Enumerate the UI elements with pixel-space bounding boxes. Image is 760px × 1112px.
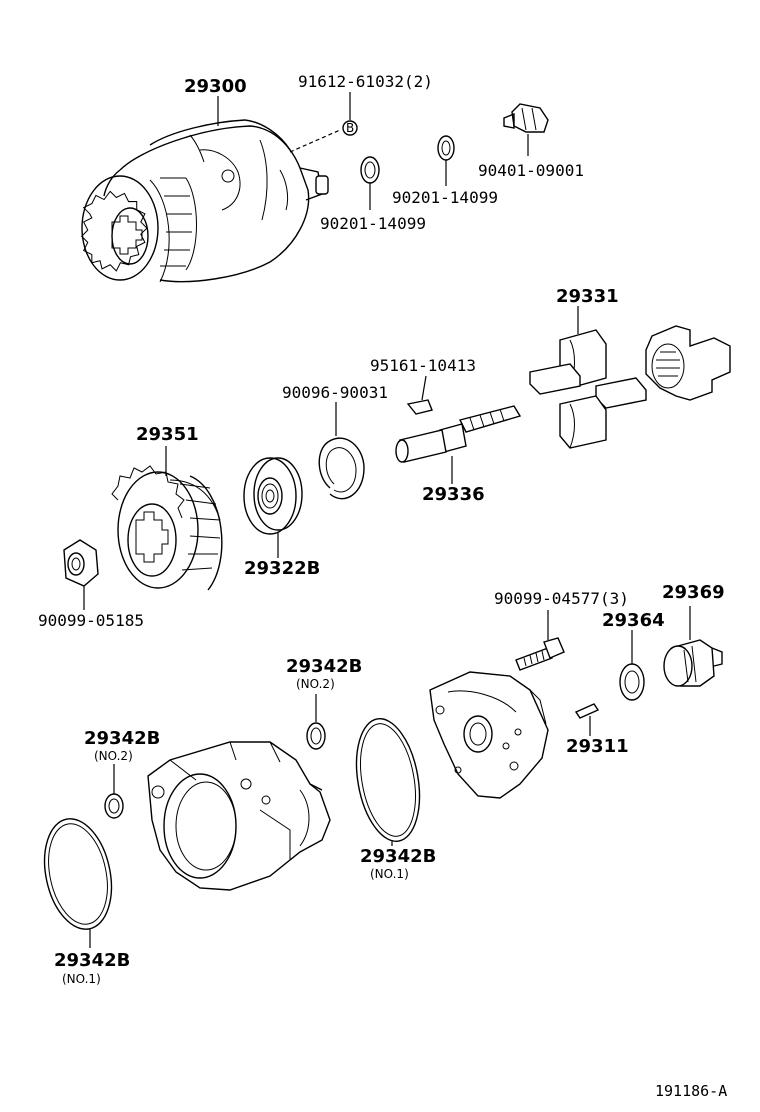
callout-29342B-no1-lower: 29342B bbox=[54, 950, 130, 971]
pin-29311 bbox=[574, 703, 600, 719]
note-29342B-no2-upper: (NO.2) bbox=[296, 677, 335, 691]
callout-90401-09001: 90401-09001 bbox=[478, 161, 584, 180]
vane-set-29331 bbox=[529, 329, 647, 449]
o-ring-29342B-no1-upper bbox=[355, 718, 421, 842]
union-bolt-90401 bbox=[503, 103, 549, 133]
bolt-marker-label: B bbox=[346, 121, 354, 135]
o-ring-29342B-no2-upper bbox=[306, 722, 326, 750]
key-95161 bbox=[406, 399, 433, 415]
callout-29342B-no2-lower: 29342B bbox=[84, 728, 160, 749]
callout-29342B-no2-upper: 29342B bbox=[286, 656, 362, 677]
callout-91612-61032: 91612-61032(2) bbox=[298, 72, 433, 91]
callout-90096-90031: 90096-90031 bbox=[282, 383, 388, 402]
rear-cover-plate bbox=[429, 671, 549, 799]
callout-90099-04577: 90099-04577(3) bbox=[494, 589, 629, 608]
bolt-marker-circle bbox=[342, 120, 358, 136]
shaft-29336 bbox=[395, 405, 522, 463]
bolt-90099-04577 bbox=[515, 637, 565, 671]
callout-29336: 29336 bbox=[422, 484, 485, 505]
callout-90201-14099-upper: 90201-14099 bbox=[392, 188, 498, 207]
callout-29369: 29369 bbox=[662, 582, 725, 603]
rotor-cage bbox=[645, 325, 731, 401]
callout-29331: 29331 bbox=[556, 286, 619, 307]
callout-29300: 29300 bbox=[184, 76, 247, 97]
callout-29351: 29351 bbox=[136, 424, 199, 445]
o-ring-29342B-no1-lower bbox=[43, 818, 113, 930]
nut-90099-05185 bbox=[63, 539, 99, 587]
note-29342B-no2-lower: (NO.2) bbox=[94, 749, 133, 763]
note-29342B-no1-lower: (NO.1) bbox=[62, 972, 101, 986]
o-ring-29342B-no2-lower bbox=[104, 793, 124, 819]
note-29342B-no1-upper: (NO.1) bbox=[370, 867, 409, 881]
gear-29351 bbox=[111, 465, 223, 591]
callout-95161-10413: 95161-10413 bbox=[370, 356, 476, 375]
diagram-reference-number: 191186-A bbox=[655, 1082, 727, 1100]
callout-90201-14099-lower: 90201-14099 bbox=[320, 214, 426, 233]
bearing-29322B bbox=[243, 457, 303, 535]
callout-29311: 29311 bbox=[566, 736, 629, 757]
callout-90099-05185: 90099-05185 bbox=[38, 611, 144, 630]
washer-29364 bbox=[619, 663, 645, 701]
pump-housing bbox=[147, 741, 331, 891]
washer-90201-upper bbox=[437, 135, 455, 161]
snap-ring-90096 bbox=[318, 437, 365, 500]
callout-29364: 29364 bbox=[602, 610, 665, 631]
callout-29322B: 29322B bbox=[244, 558, 320, 579]
union-29369 bbox=[663, 639, 723, 687]
pump-assembly-29300 bbox=[80, 119, 329, 283]
callout-29342B-no1-upper: 29342B bbox=[360, 846, 436, 867]
washer-90201-lower bbox=[360, 156, 380, 184]
